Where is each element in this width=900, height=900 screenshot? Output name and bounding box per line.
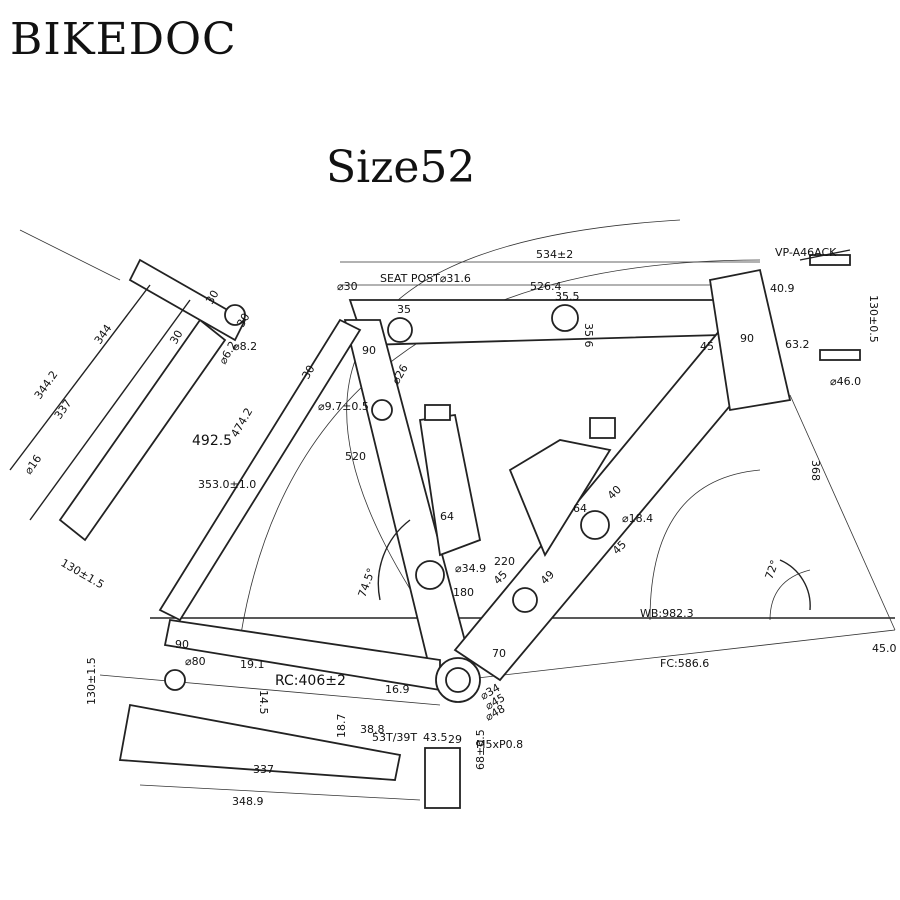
dim-d30-top: ⌀30 — [337, 280, 358, 293]
dim-d19-1: 19.1 — [240, 658, 265, 671]
dim-d29: 29 — [448, 733, 462, 746]
head-angle-arc — [779, 559, 811, 611]
dim-d344: 344 — [92, 322, 115, 347]
bottle-left-cap — [424, 404, 451, 421]
dim-d18-7: 18.7 — [335, 714, 348, 739]
dim-head-height: 130±0.5 — [867, 295, 880, 343]
headset-cup-top — [809, 254, 851, 266]
dropout-hole — [224, 304, 246, 326]
dim-top-length: 534±2 — [536, 248, 573, 261]
construction-arc — [649, 469, 761, 621]
cable-port — [512, 587, 538, 613]
size-title: Size52 — [326, 142, 476, 193]
rear-stay-lower — [118, 703, 402, 781]
bb-shell — [424, 747, 461, 809]
seat-stay — [158, 318, 362, 622]
bottle-right — [508, 439, 612, 557]
dim-d130-fork: 130±1.5 — [59, 556, 107, 591]
construction-arc — [19, 229, 121, 281]
dim-d8-2: ⌀8.2 — [233, 340, 257, 353]
dim-d16-9: 16.9 — [385, 683, 410, 696]
front-center-line — [459, 629, 896, 681]
dim-d90-drop: 90 — [175, 638, 189, 651]
dim-d14-5: 14.5 — [257, 690, 270, 715]
dim-seat-post: SEAT POST⌀31.6 — [380, 272, 471, 285]
dim-d130-rear: 130±1.5 — [85, 657, 98, 705]
construction-arc — [769, 569, 811, 621]
dim-d70: 70 — [492, 647, 506, 660]
dim-d43-5: 43.5 — [423, 731, 448, 744]
dropout-hole — [164, 669, 186, 691]
dim-d45-b: 45 — [491, 568, 510, 587]
cable-port — [551, 304, 579, 332]
dim-angle-74-5: 74.5° — [356, 566, 378, 599]
trail-line — [789, 394, 896, 631]
dim-d9-7: ⌀9.7±0.5 — [318, 400, 369, 413]
rear-stay-outline — [99, 674, 441, 706]
dim-d337-stay: 337 — [253, 763, 274, 776]
fork-blade — [58, 318, 227, 542]
dim-d34-9: ⌀34.9 — [455, 562, 486, 575]
dim-top-tube-length: 526.4 — [530, 280, 562, 293]
dim-angle-72: 72° — [763, 558, 782, 581]
headset-cup-bottom — [819, 349, 861, 361]
dim-d35-5: 35.5 — [555, 290, 580, 303]
dim-d35-6: 35.6 — [582, 323, 595, 348]
dim-d220: 220 — [494, 555, 515, 568]
dim-d474-2: 474.2 — [228, 406, 255, 440]
dim-d492-5: 492.5 — [192, 433, 232, 449]
dim-d38-8: 38.8 — [360, 723, 385, 736]
dim-d90-top: 90 — [362, 344, 376, 357]
seat-angle-arc — [377, 519, 411, 601]
dim-d520: 520 — [345, 450, 366, 463]
head-tube — [708, 268, 792, 412]
dim-d90-head: 90 — [740, 332, 754, 345]
headset-leader — [799, 249, 851, 261]
cable-port — [371, 399, 393, 421]
fork-steerer — [128, 258, 247, 342]
dim-d64-a: 64 — [440, 510, 454, 523]
fork-outline — [29, 299, 191, 521]
down-tube — [453, 328, 762, 682]
dim-d68: 68±0.5 — [474, 729, 487, 770]
bottle-right-cap — [589, 417, 616, 439]
dim-wb: WB:982.3 — [640, 607, 694, 620]
dim-d64-b: 64 — [573, 502, 587, 515]
dim-d180: 180 — [453, 586, 474, 599]
brand-title: BIKEDOC — [10, 14, 237, 65]
bottom-bracket-inner — [445, 667, 471, 693]
dim-d63-2: 63.2 — [785, 338, 810, 351]
dim-d353: 353.0±1.0 — [198, 478, 256, 491]
dim-d348-9: 348.9 — [232, 795, 264, 808]
dim-chainring: 53T/39T — [372, 731, 417, 744]
dim-d30-fork-c: 30 — [234, 311, 252, 330]
dim-d45-head: 45 — [700, 340, 714, 353]
dim-d46: ⌀46.0 — [830, 375, 861, 388]
dim-d368: 368 — [809, 460, 822, 481]
dim-rc: RC:406±2 — [275, 673, 346, 689]
cable-port — [580, 510, 610, 540]
cable-port — [387, 317, 413, 343]
fork-outline — [9, 284, 151, 471]
dim-d35: 35 — [397, 303, 411, 316]
dim-fc: FC:586.6 — [660, 657, 709, 670]
dim-d40-9: 40.9 — [770, 282, 795, 295]
dim-d30-stay: 30 — [299, 363, 317, 382]
dim-d45-0: 45.0 — [872, 642, 897, 655]
dim-d80: ⌀80 — [185, 655, 206, 668]
dim-d344-2: 344.2 — [32, 368, 61, 401]
dim-d16: ⌀16 — [22, 452, 44, 476]
rear-stay-outline — [139, 784, 421, 801]
cable-port — [415, 560, 445, 590]
dim-d18-4: ⌀18.4 — [622, 512, 653, 525]
dim-m5: M5xP0.8 — [476, 738, 523, 751]
dim-d337-fork: 337 — [52, 397, 75, 422]
dim-d30-fork-b: 30 — [167, 328, 185, 347]
dim-headset-label: VP-A46ACK — [775, 246, 837, 259]
construction-arc — [239, 259, 761, 641]
dim-d30-fork-a: 30 — [203, 288, 221, 307]
